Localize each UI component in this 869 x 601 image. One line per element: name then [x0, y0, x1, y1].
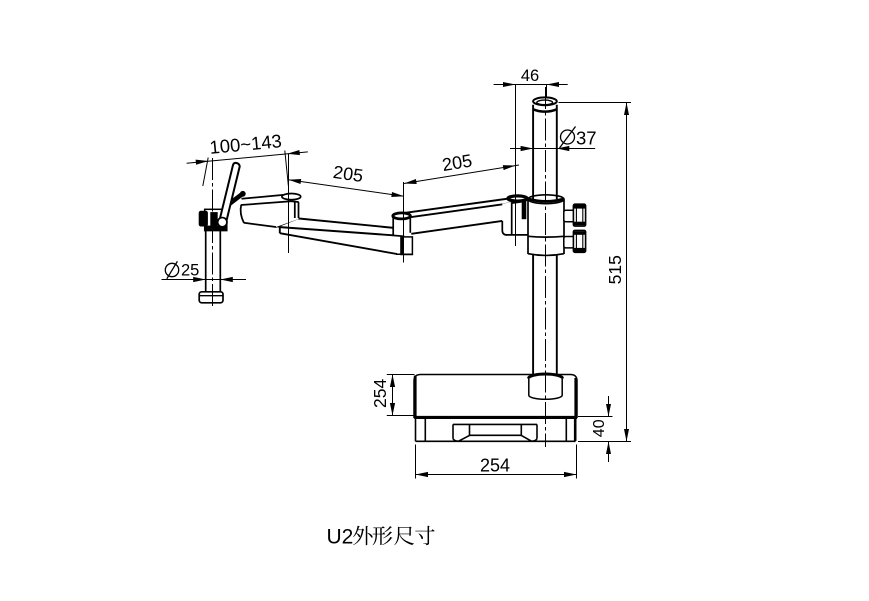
svg-text:254: 254: [480, 456, 510, 476]
svg-text:40: 40: [591, 419, 608, 437]
svg-text:515: 515: [605, 255, 625, 284]
svg-text:37: 37: [576, 127, 597, 148]
svg-text:25: 25: [181, 262, 199, 280]
svg-text:205: 205: [332, 162, 365, 186]
svg-text:205: 205: [441, 151, 474, 176]
svg-text:254: 254: [370, 379, 390, 408]
svg-text:U2: U2: [327, 526, 354, 549]
svg-text:46: 46: [521, 67, 539, 85]
